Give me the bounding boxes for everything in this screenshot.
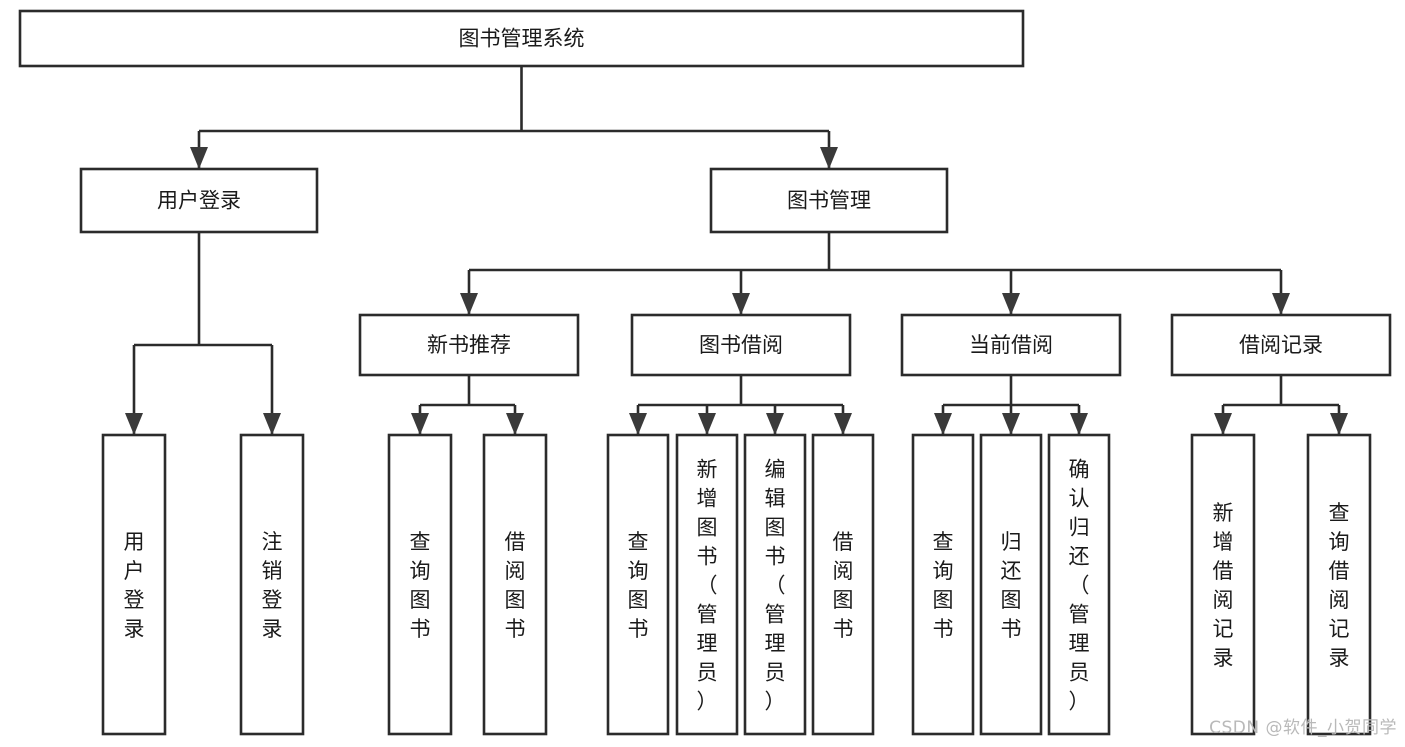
watermark-text: CSDN @软件_小贺同学 — [1209, 718, 1397, 738]
node-box-leaf-query-book-current — [911, 433, 975, 736]
node-box-leaf-borrow-book-recommend — [482, 433, 548, 736]
node-label-leaf-add-borrow-record: 新增借阅记录 — [1213, 501, 1234, 670]
node-label-current-borrow: 当前借阅 — [969, 333, 1053, 357]
node-box-leaf-user-login — [101, 433, 167, 736]
arrow-head-icon-book-manage — [820, 147, 838, 169]
node-label-new-book-recommend: 新书推荐 — [427, 333, 511, 357]
arrow-head-icon-leaf-confirm-return-admin — [1070, 413, 1088, 435]
arrow-head-icon-leaf-borrow-book-recommend — [506, 413, 524, 435]
node-box-root — [18, 9, 1025, 68]
node-leaf-query-book-recommend[interactable]: 查询图书 — [387, 433, 453, 736]
node-root[interactable]: 图书管理系统 — [18, 9, 1025, 68]
arrow-head-icon-leaf-query-book-recommend — [411, 413, 429, 435]
node-box-leaf-query-book-borrow — [606, 433, 670, 736]
node-book-borrow[interactable]: 图书借阅 — [630, 313, 852, 377]
node-box-leaf-borrow-book — [811, 433, 875, 736]
node-box-leaf-add-borrow-record — [1190, 433, 1256, 736]
node-leaf-add-borrow-record[interactable]: 新增借阅记录 — [1190, 433, 1256, 736]
node-borrow-record[interactable]: 借阅记录 — [1170, 313, 1392, 377]
arrow-head-icon-leaf-add-borrow-record — [1214, 413, 1232, 435]
node-book-manage[interactable]: 图书管理 — [709, 167, 949, 234]
node-box-leaf-query-borrow-record — [1306, 433, 1372, 736]
node-label-leaf-edit-book-admin: 编辑图书（管理员） — [765, 458, 786, 714]
node-leaf-query-borrow-record[interactable]: 查询借阅记录 — [1306, 433, 1372, 736]
node-label-leaf-confirm-return-admin: 确认归还（管理员） — [1069, 458, 1090, 714]
node-box-leaf-return-book — [979, 433, 1043, 736]
node-leaf-borrow-book[interactable]: 借阅图书 — [811, 433, 875, 736]
node-box-new-book-recommend — [358, 313, 580, 377]
node-box-user-login — [79, 167, 319, 234]
node-label-leaf-query-book-current: 查询图书 — [933, 530, 954, 641]
arrow-head-icon-leaf-query-book-borrow — [629, 413, 647, 435]
node-leaf-borrow-book-recommend[interactable]: 借阅图书 — [482, 433, 548, 736]
arrow-head-icon-user-login — [190, 147, 208, 169]
node-new-book-recommend[interactable]: 新书推荐 — [358, 313, 580, 377]
node-leaf-query-book-current[interactable]: 查询图书 — [911, 433, 975, 736]
node-leaf-user-login[interactable]: 用户登录 — [101, 433, 167, 736]
node-leaf-confirm-return-admin[interactable]: 确认归还（管理员） — [1047, 433, 1111, 736]
node-label-leaf-query-book-recommend: 查询图书 — [410, 530, 431, 641]
arrow-head-icon-leaf-edit-book-admin — [766, 413, 784, 435]
arrow-head-icon-leaf-borrow-book — [834, 413, 852, 435]
node-label-book-manage: 图书管理 — [787, 189, 871, 213]
arrow-head-icon-leaf-add-book-admin — [698, 413, 716, 435]
node-leaf-query-book-borrow[interactable]: 查询图书 — [606, 433, 670, 736]
node-label-leaf-query-book-borrow: 查询图书 — [628, 530, 649, 641]
arrow-head-icon-leaf-return-book — [1002, 413, 1020, 435]
node-leaf-user-logout[interactable]: 注销登录 — [239, 433, 305, 736]
node-label-leaf-user-logout: 注销登录 — [262, 530, 283, 641]
node-label-book-borrow: 图书借阅 — [699, 333, 783, 357]
node-label-root: 图书管理系统 — [459, 27, 585, 51]
node-label-leaf-borrow-book: 借阅图书 — [833, 530, 854, 641]
node-box-borrow-record — [1170, 313, 1392, 377]
node-user-login[interactable]: 用户登录 — [79, 167, 319, 234]
node-label-leaf-return-book: 归还图书 — [1001, 530, 1022, 641]
node-box-leaf-add-book-admin — [675, 433, 739, 736]
arrow-head-icon-leaf-user-login — [125, 413, 143, 435]
node-label-borrow-record: 借阅记录 — [1239, 333, 1323, 357]
node-label-leaf-user-login: 用户登录 — [124, 530, 145, 641]
node-box-leaf-user-logout — [239, 433, 305, 736]
node-box-book-manage — [709, 167, 949, 234]
node-leaf-edit-book-admin[interactable]: 编辑图书（管理员） — [743, 433, 807, 736]
arrow-head-icon-borrow-record — [1272, 293, 1290, 315]
arrow-head-icon-leaf-query-book-current — [934, 413, 952, 435]
node-box-leaf-edit-book-admin — [743, 433, 807, 736]
arrow-head-icon-leaf-user-logout — [263, 413, 281, 435]
node-box-leaf-query-book-recommend — [387, 433, 453, 736]
node-label-leaf-borrow-book-recommend: 借阅图书 — [505, 530, 526, 641]
node-box-leaf-confirm-return-admin — [1047, 433, 1111, 736]
node-box-book-borrow — [630, 313, 852, 377]
node-label-leaf-add-book-admin: 新增图书（管理员） — [697, 458, 718, 714]
node-label-leaf-query-borrow-record: 查询借阅记录 — [1329, 501, 1350, 670]
arrow-head-icon-new-book-recommend — [460, 293, 478, 315]
node-leaf-add-book-admin[interactable]: 新增图书（管理员） — [675, 433, 739, 736]
node-current-borrow[interactable]: 当前借阅 — [900, 313, 1122, 377]
node-label-user-login: 用户登录 — [157, 189, 241, 213]
node-box-current-borrow — [900, 313, 1122, 377]
nodes-layer: 图书管理系统用户登录图书管理新书推荐图书借阅当前借阅借阅记录用户登录注销登录查询… — [18, 9, 1392, 736]
arrow-head-icon-book-borrow — [732, 293, 750, 315]
edges-layer — [125, 66, 1348, 435]
node-leaf-return-book[interactable]: 归还图书 — [979, 433, 1043, 736]
arrow-head-icon-leaf-query-borrow-record — [1330, 413, 1348, 435]
arrow-head-icon-current-borrow — [1002, 293, 1020, 315]
